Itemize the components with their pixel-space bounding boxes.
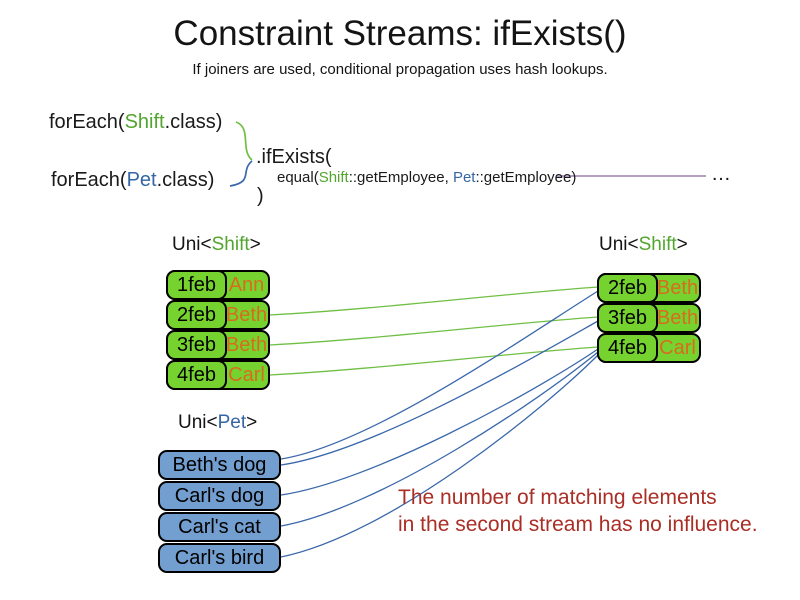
shift-employee-cell: Carl [228, 363, 265, 386]
shift-employee-cell: Beth [225, 303, 268, 326]
shift-date-cell: 3feb [166, 330, 227, 360]
shift-ref-token: Shift [318, 169, 349, 186]
left-shift-table-label: Uni<Shift> [172, 234, 261, 256]
label-shift-token: Shift [638, 234, 677, 255]
pet-list: Beth's dog Carl's dog Carl's cat Carl's … [158, 450, 281, 574]
label-text: Uni< [172, 234, 212, 255]
code-text: forEach( [51, 169, 127, 191]
shift-employee-cell: Beth [656, 276, 699, 299]
code-foreach-pet: forEach(Pet.class) [51, 169, 214, 192]
pet-list-label: Uni<Pet> [178, 412, 257, 434]
list-item: Carl's cat [158, 512, 281, 542]
code-equal-joiner: equal(Shift::getEmployee, Pet::getEmploy… [277, 169, 576, 186]
label-text: > [246, 412, 258, 433]
shift-date-cell: 1feb [166, 270, 227, 300]
label-text: Uni< [178, 412, 218, 433]
code-ifexists: .ifExists( [256, 146, 332, 168]
pet-ref-token: Pet [452, 169, 476, 186]
page-subtitle: If joiners are used, conditional propaga… [192, 61, 608, 78]
code-text: equal( [277, 169, 319, 186]
label-shift-token: Shift [211, 234, 250, 255]
note-line-1: The number of matching elements [398, 486, 717, 509]
right-shift-table-label: Uni<Shift> [599, 234, 688, 256]
code-foreach-shift: forEach(Shift.class) [49, 111, 222, 134]
list-item: Carl's dog [158, 481, 281, 511]
code-text: .class) [156, 169, 215, 191]
code-text: ::getEmployee, [348, 169, 453, 186]
list-item: Beth's dog [158, 450, 281, 480]
list-item: Carl's bird [158, 543, 281, 573]
label-pet-token: Pet [217, 412, 247, 433]
note-text: The number of matching elements in the s… [398, 484, 758, 538]
brace-green-curve [235, 121, 253, 161]
label-text: > [676, 234, 688, 255]
shift-date-cell: 4feb [166, 360, 227, 390]
ellipsis-text: … [711, 163, 732, 185]
code-text: ::getEmployee) [475, 169, 577, 186]
shift-date-cell: 2feb [166, 300, 227, 330]
shift-match-lines [269, 286, 599, 376]
shift-date-cell: 4feb [597, 333, 658, 363]
shift-class-token: Shift [124, 111, 165, 133]
label-text: Uni< [599, 234, 639, 255]
code-text: .class) [164, 111, 223, 133]
page-title: Constraint Streams: ifExists() [173, 14, 627, 53]
label-text: > [249, 234, 261, 255]
code-close-paren: ) [257, 185, 264, 207]
shift-employee-cell: Carl [659, 336, 696, 359]
code-text: forEach( [49, 111, 125, 133]
pet-match-lines [280, 290, 599, 558]
shift-date-cell: 3feb [597, 303, 658, 333]
shift-employee-cell: Beth [656, 306, 699, 329]
shift-date-cell: 2feb [597, 273, 658, 303]
pet-class-token: Pet [126, 169, 157, 191]
note-line-2: in the second stream has no influence. [398, 513, 758, 536]
shift-employee-cell: Beth [225, 333, 268, 356]
brace-blue-curve [229, 160, 253, 187]
shift-employee-cell: Ann [228, 273, 265, 296]
